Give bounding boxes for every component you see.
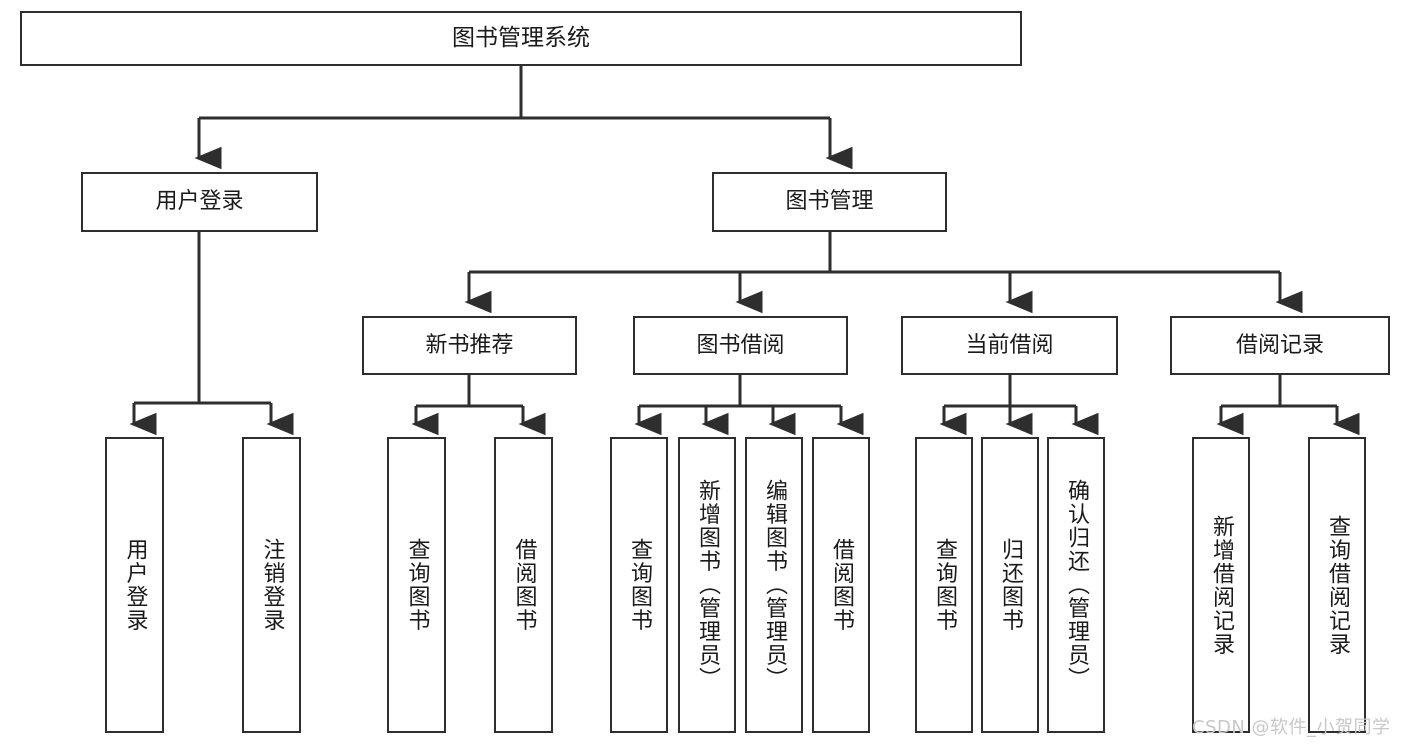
leaf-edit-book[interactable]: 编辑图书（管理员） [745, 437, 803, 733]
leaf-add-borrow-record[interactable]: 新增借阅记录 [1192, 437, 1250, 733]
node-current-borrow[interactable]: 当前借阅 [901, 316, 1118, 375]
node-label: 注销登录 [259, 538, 285, 632]
leaf-query-book-recommend[interactable]: 查询图书 [387, 437, 446, 733]
node-new-book-recommend[interactable]: 新书推荐 [362, 316, 577, 375]
node-label: 确认归还（管理员） [1064, 479, 1089, 691]
leaf-query-book-current[interactable]: 查询图书 [915, 437, 973, 733]
node-label: 图书管理 [785, 189, 874, 215]
node-book-manage[interactable]: 图书管理 [712, 172, 947, 232]
node-label: 查询借阅记录 [1325, 514, 1350, 656]
node-label: 查询图书 [932, 538, 957, 632]
leaf-query-book-borrow[interactable]: 查询图书 [610, 437, 668, 733]
node-root-system[interactable]: 图书管理系统 [20, 11, 1022, 66]
node-book-borrow[interactable]: 图书借阅 [633, 316, 848, 375]
node-label: 借阅记录 [1235, 332, 1324, 358]
leaf-add-book[interactable]: 新增图书（管理员） [678, 437, 736, 733]
leaf-return-book[interactable]: 归还图书 [981, 437, 1039, 733]
node-label: 查询图书 [627, 538, 652, 632]
leaf-logout[interactable]: 注销登录 [242, 437, 301, 733]
node-label: 当前借阅 [965, 332, 1054, 358]
node-label: 归还图书 [998, 538, 1023, 632]
leaf-borrow-book[interactable]: 借阅图书 [812, 437, 870, 733]
node-label: 新增借阅记录 [1209, 514, 1234, 656]
node-label: 借阅图书 [511, 538, 537, 632]
node-label: 用户登录 [155, 189, 244, 215]
node-label: 编辑图书（管理员） [762, 479, 787, 691]
leaf-confirm-return[interactable]: 确认归还（管理员） [1047, 437, 1105, 733]
leaf-user-login[interactable]: 用户登录 [105, 437, 164, 733]
node-label: 新书推荐 [425, 332, 514, 358]
node-user-login[interactable]: 用户登录 [81, 172, 318, 232]
leaf-borrow-book-recommend[interactable]: 借阅图书 [494, 437, 553, 733]
csdn-watermark: CSDN @软件_小贺同学 [1192, 717, 1391, 738]
leaf-query-borrow-record[interactable]: 查询借阅记录 [1308, 437, 1366, 733]
node-label: 图书管理系统 [452, 24, 590, 51]
node-borrow-record[interactable]: 借阅记录 [1170, 316, 1390, 375]
node-label: 查询图书 [404, 538, 430, 632]
node-label: 借阅图书 [829, 538, 854, 632]
node-label: 用户登录 [122, 538, 148, 632]
node-label: 新增图书（管理员） [695, 479, 720, 691]
node-label: 图书借阅 [696, 332, 785, 358]
